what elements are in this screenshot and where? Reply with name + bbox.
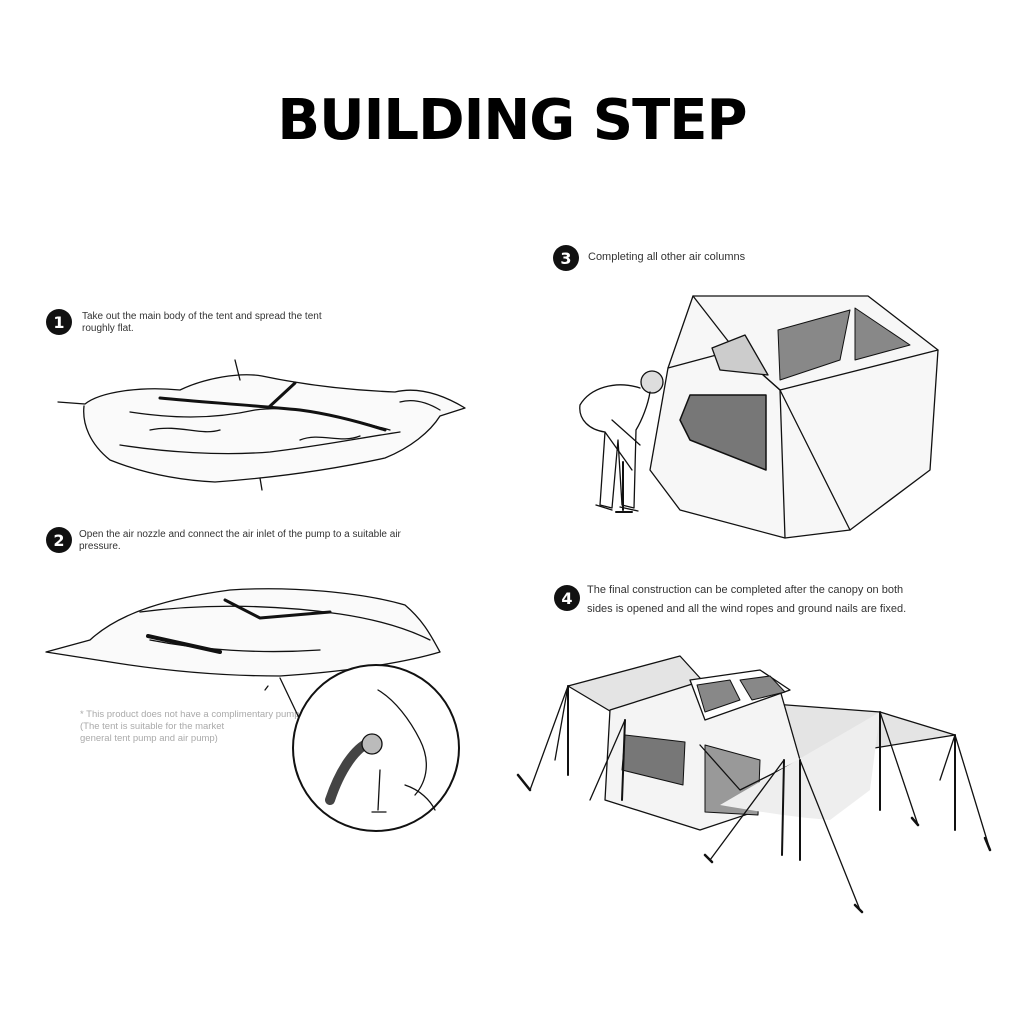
step-4-tent-illustration — [516, 655, 992, 914]
step-3-text: Completing all other air columns — [588, 251, 746, 263]
pump-note: * This product does not have a complimen… — [80, 709, 380, 745]
step-2-text: Open the air nozzle and connect the air … — [79, 529, 401, 552]
pump-note-line-1: * This product does not have a complimen… — [80, 709, 377, 720]
step-1-flat-tent-illustration — [57, 359, 466, 491]
step-3-badge: 3 — [553, 245, 579, 271]
step-3-tent-illustration — [579, 295, 939, 539]
pump-note-line-2: (The tent is suitable for the market gen… — [80, 720, 225, 744]
step-4-text: The final construction can be completed … — [587, 584, 907, 616]
step-2-badge: 2 — [46, 527, 72, 553]
step-4-badge: 4 — [554, 585, 580, 611]
page-title: BUILDING STEP — [277, 88, 747, 153]
step-1-text: Take out the main body of the tent and s… — [82, 311, 322, 334]
step-2-inflating-tent-illustration — [45, 588, 460, 832]
step-1-badge: 1 — [46, 309, 72, 335]
